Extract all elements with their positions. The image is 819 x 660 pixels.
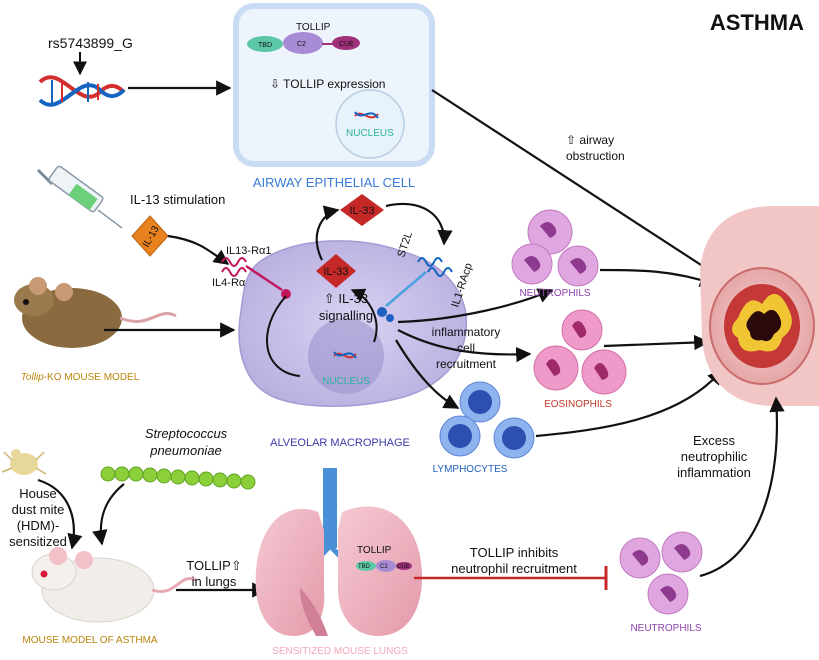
streptococcus-chain-icon	[100, 466, 256, 490]
ko-mouse-icon	[14, 277, 177, 348]
neutrophils-to-asthma-arrow	[599, 268, 716, 287]
eosinophils-to-asthma-arrow	[603, 334, 710, 351]
hdm-line3: (HDM)-	[17, 518, 60, 533]
snp-label: rs5743899_G	[48, 35, 133, 51]
dust-mite-icon	[1, 449, 47, 475]
asthma-airway-icon	[700, 206, 819, 406]
st2l-receptor-icon	[377, 257, 453, 322]
signal-loop-left	[265, 295, 301, 377]
strep-line2: pneumoniae	[149, 443, 222, 458]
il33-diamond-top	[340, 194, 384, 226]
asthma-mouse-icon	[31, 547, 197, 623]
neutrophils-top-icon	[511, 209, 599, 287]
recruitment-line1: inflammatory	[432, 325, 501, 339]
neutrophils-bottom-icon	[619, 531, 703, 615]
il13-receptor-icon	[221, 257, 291, 299]
recruitment-line3: recruitment	[436, 357, 497, 371]
lung-tollip-protein-icon	[356, 560, 412, 572]
lungs-caption: SENSITIZED MOUSE LUNGS	[272, 646, 408, 657]
ko-mouse-caption: Tollip-KO MOUSE MODEL	[21, 372, 140, 383]
macrophage-dna-icon	[333, 351, 357, 359]
excess-line2: neutrophilic	[681, 449, 748, 464]
tollip-lungs-line1: TOLLIP⇧	[186, 558, 241, 573]
inhibits-line1: TOLLIP inhibits	[470, 545, 559, 560]
ko-mouse-rest: -KO MOUSE MODEL	[44, 372, 140, 383]
lymphocytes-icon	[439, 381, 535, 459]
hdm-line4: sensitized	[9, 534, 67, 549]
epithelial-caption: AIRWAY EPITHELIAL CELL	[253, 175, 415, 190]
airway-obstruction-line1: ⇧ airway	[566, 133, 614, 147]
lung-domain-c2: C2	[380, 564, 388, 570]
inhibits-line2: neutrophil recruitment	[451, 561, 577, 576]
eosinophils-label: EOSINOPHILS	[544, 399, 612, 410]
epithelial-nucleus-label: NUCLEUS	[346, 128, 394, 139]
airway-obstruction-line2: obstruction	[566, 149, 625, 163]
epithelial-nucleus	[335, 89, 405, 159]
macrophage-nucleus-label: NUCLEUS	[322, 376, 370, 387]
neutrophils-top-label: NEUTROPHILS	[519, 288, 590, 299]
signalling-line1: ⇧ IL-33	[324, 291, 368, 306]
lung-tollip-label: TOLLIP	[357, 545, 392, 556]
il33-top-label: IL-33	[349, 205, 374, 217]
dna-helix-icon	[38, 75, 126, 107]
macrophage-caption: ALVEOLAR MACROPHAGE	[270, 437, 410, 449]
il13-diamond	[131, 215, 169, 257]
tollip-expression-label: ⇩ TOLLIP expression	[270, 77, 385, 91]
domain-tbd: TBD	[258, 42, 272, 49]
signal-loop-right	[350, 288, 378, 343]
excess-inflammation-arrow	[699, 396, 785, 578]
il33-release-arrow	[315, 205, 340, 261]
title: ASTHMA	[710, 10, 804, 35]
hdm-line1: House	[19, 486, 57, 501]
strep-line1: Streptococcus	[145, 426, 228, 441]
il33-inner-label: IL-33	[323, 266, 348, 278]
ko-mouse-italic: Tollip	[21, 372, 44, 383]
il13-stimulation-label: IL-13 stimulation	[130, 192, 225, 207]
excess-line1: Excess	[693, 433, 735, 448]
tollip-protein-icon	[247, 32, 360, 54]
asthma-mouse-caption: MOUSE MODEL OF ASTHMA	[22, 635, 158, 646]
il4ra-label: IL4-Rα	[212, 277, 246, 289]
il33-to-st2l-arrow	[385, 202, 453, 246]
nucleus-dna-icon	[354, 111, 379, 119]
lung-domain-cue: CUE	[397, 564, 410, 570]
il13ra1-label: IL13-Rα1	[226, 245, 272, 257]
lungs-icon	[255, 468, 423, 636]
tollip-lungs-line2: in lungs	[192, 574, 237, 589]
to-eosinophils-arrow	[397, 329, 532, 363]
to-lymphocytes-arrow	[395, 339, 460, 409]
domain-cue: CUE	[339, 41, 354, 48]
lymphocytes-to-asthma-arrow	[535, 368, 723, 438]
eosinophils-icon	[533, 309, 627, 395]
to-neutrophils-arrow	[397, 288, 554, 324]
lymphocytes-label: LYMPHOCYTES	[433, 464, 508, 475]
il33-diamond-inner	[316, 254, 356, 288]
hdm-line2: dust mite	[12, 502, 65, 517]
signalling-line2: signalling	[319, 308, 373, 323]
epithelial-tollip-label: TOLLIP	[296, 22, 331, 33]
neutrophils-bottom-label: NEUTROPHILS	[630, 623, 701, 634]
excess-line3: inflammation	[677, 465, 751, 480]
hdm-arrow	[37, 478, 83, 550]
syringe-icon	[36, 165, 123, 229]
recruitment-line2: cell	[457, 341, 475, 355]
lung-domain-tbd: TBD	[358, 564, 371, 570]
domain-c2: C2	[297, 41, 306, 48]
epithelial-to-asthma-arrow	[431, 89, 720, 277]
il13-to-receptor-arrow	[167, 234, 230, 265]
strep-arrow	[92, 483, 125, 546]
